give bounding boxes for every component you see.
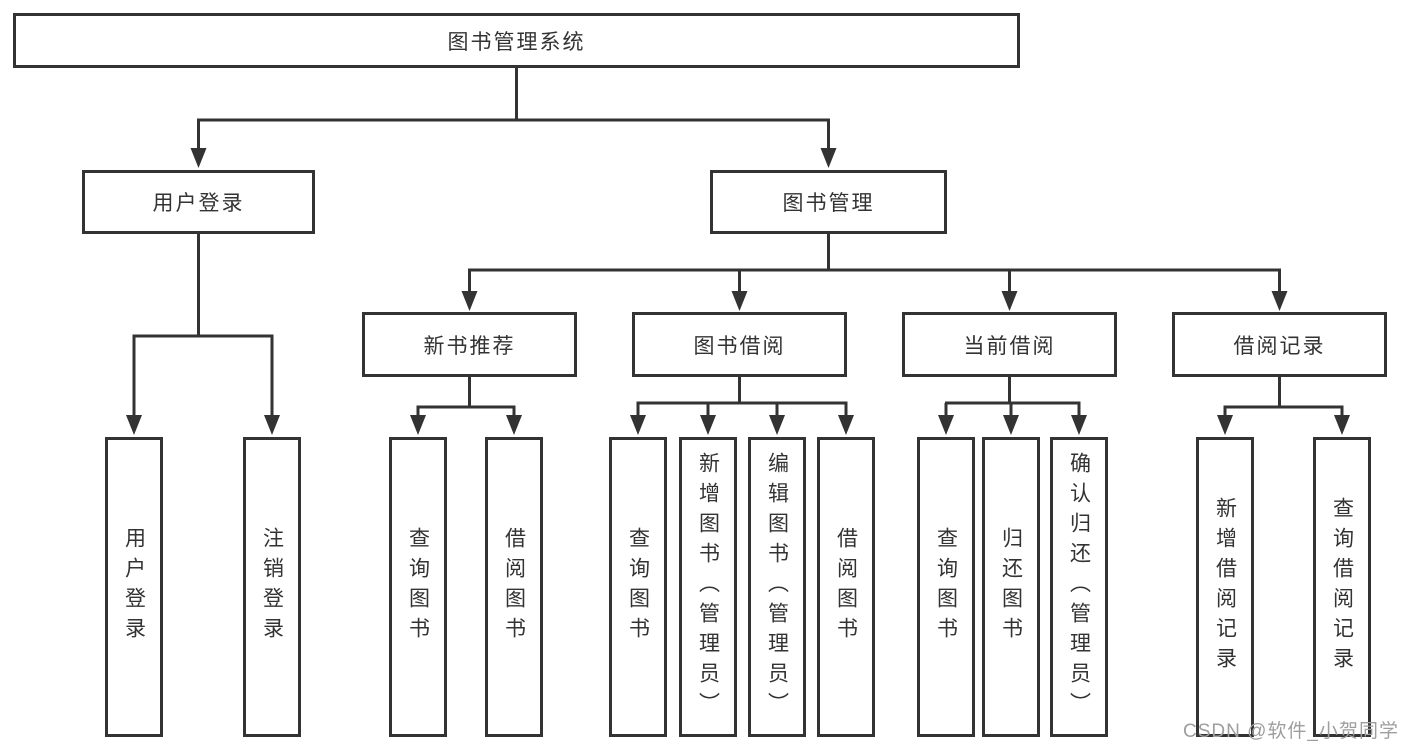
node-book-borrow: 图书借阅 — [632, 312, 847, 377]
leaf-add-borrow-record: 新增借阅记录 — [1196, 437, 1254, 737]
node-new-book-recommend: 新书推荐 — [362, 312, 577, 377]
leaf-logout: 注销登录 — [243, 437, 301, 737]
leaf-borrow-book-recommend: 借阅图书 — [485, 437, 543, 737]
node-root-library-system: 图书管理系统 — [13, 13, 1020, 68]
leaf-borrow-book: 借阅图书 — [817, 437, 875, 737]
leaf-edit-book-admin: 编辑图书（管理员） — [748, 437, 806, 737]
leaf-add-book-admin: 新增图书（管理员） — [679, 437, 737, 737]
leaf-confirm-return-admin: 确认归还（管理员） — [1050, 437, 1108, 737]
node-current-borrow: 当前借阅 — [902, 312, 1117, 377]
arrowheads — [126, 148, 1350, 435]
leaf-query-book-current: 查询图书 — [917, 437, 975, 737]
leaf-user-login: 用户登录 — [105, 437, 163, 737]
node-book-management: 图书管理 — [710, 170, 947, 234]
csdn-watermark: CSDN @软件_小贺同学 — [1183, 721, 1399, 742]
node-user-login: 用户登录 — [82, 170, 315, 234]
leaf-return-book: 归还图书 — [982, 437, 1040, 737]
leaf-query-borrow-record: 查询借阅记录 — [1313, 437, 1371, 737]
node-borrow-records: 借阅记录 — [1172, 312, 1387, 377]
leaf-query-book-borrow: 查询图书 — [609, 437, 667, 737]
leaf-query-book-recommend: 查询图书 — [389, 437, 447, 737]
